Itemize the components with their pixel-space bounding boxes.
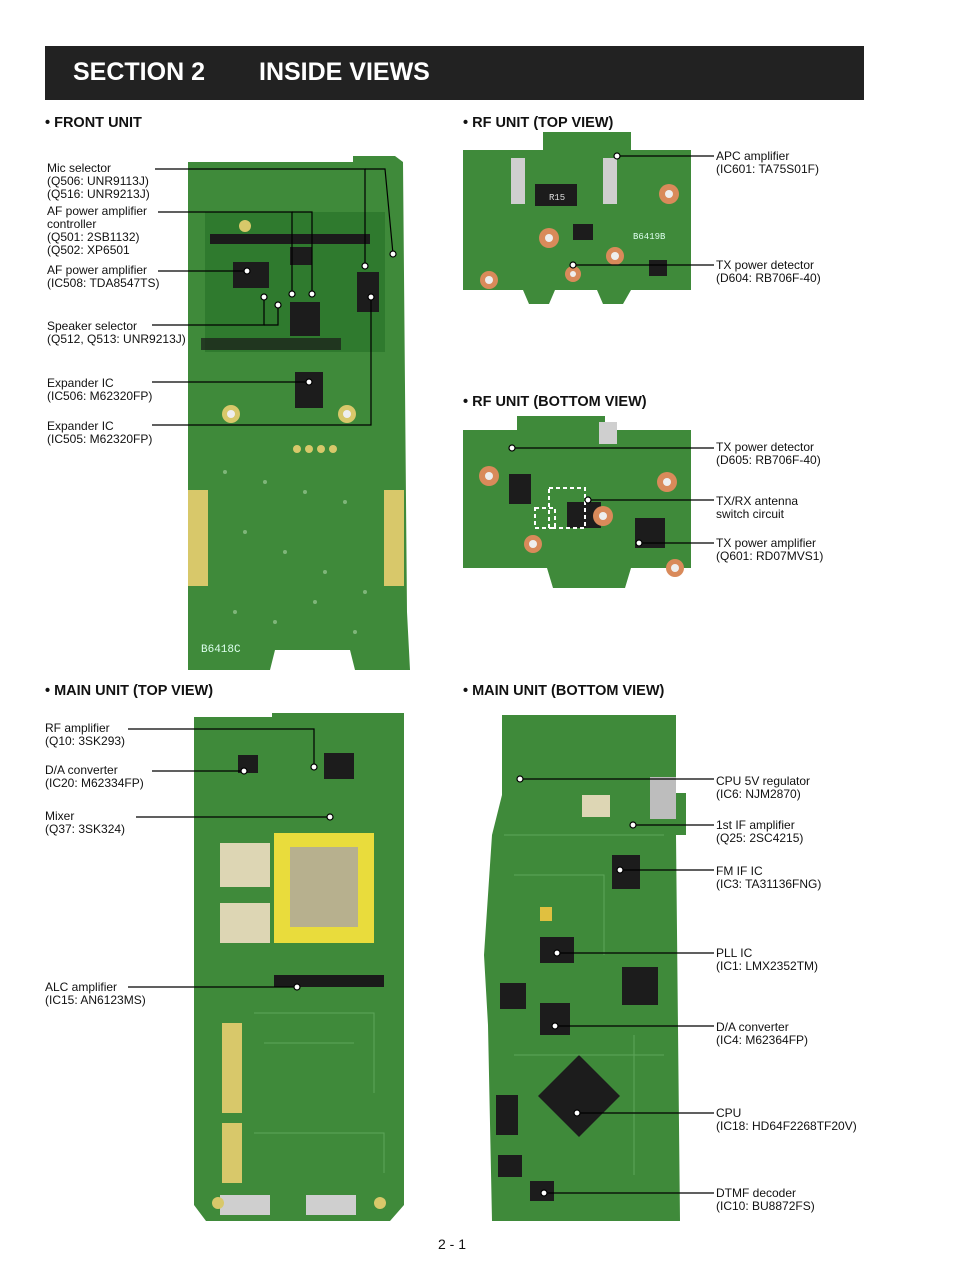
heading-rf-unit-bottom: • RF UNIT (BOTTOM VIEW) (463, 394, 647, 410)
callout-mixer: Mixer (Q37: 3SK324) (45, 809, 126, 836)
callout-pll-ic: PLL IC (IC1: LMX2352TM) (716, 946, 819, 973)
callout-af-power-amplifier: AF power amplifier (IC508: TDA8547TS) (47, 263, 160, 290)
callout-da-converter-20: D/A converter (IC20: M62334FP) (45, 763, 144, 790)
section-number: SECTION 2 (73, 58, 205, 86)
callout-cpu-5v-regulator: CPU 5V regulator (IC6: NJM2870) (716, 774, 811, 801)
callout-alc-amplifier: ALC amplifier (IC15: AN6123MS) (45, 980, 146, 1007)
svg-text:R15: R15 (549, 193, 565, 203)
rf-unit-top-photo: R15 B6419B (463, 132, 691, 304)
callout-apc-amplifier: APC amplifier (IC601: TA75S01F) (716, 149, 819, 176)
heading-front-unit: • FRONT UNIT (45, 115, 142, 131)
section-header: SECTION 2 INSIDE VIEWS (45, 46, 864, 100)
callout-tx-rx-antenna-switch: TX/RX antenna switch circuit (716, 494, 799, 521)
heading-main-unit-top: • MAIN UNIT (TOP VIEW) (45, 683, 214, 699)
callout-tx-power-detector-604: TX power detector (D604: RB706F-40) (716, 258, 821, 285)
heading-rf-unit-top: • RF UNIT (TOP VIEW) (463, 115, 614, 131)
callout-dtmf-decoder: DTMF decoder (IC10: BU8872FS) (716, 1186, 815, 1213)
main-unit-bottom-photo (484, 715, 686, 1221)
front-board-marking: B6418C (201, 644, 241, 656)
heading-main-unit-bottom: • MAIN UNIT (BOTTOM VIEW) (463, 683, 665, 699)
callout-speaker-selector: Speaker selector (Q512, Q513: UNR9213J) (47, 319, 186, 346)
callout-tx-power-detector-605: TX power detector (D605: RB706F-40) (716, 440, 821, 467)
rf-top-board-marking: B6419B (633, 232, 666, 242)
callout-tx-power-amplifier: TX power amplifier (Q601: RD07MVS1) (716, 536, 824, 563)
page-number: 2 - 1 (438, 1236, 467, 1252)
front-unit-photo: B6418C (188, 156, 410, 670)
callout-rf-amplifier: RF amplifier (Q10: 3SK293) (45, 721, 126, 748)
callout-1st-if-amplifier: 1st IF amplifier (Q25: 2SC4215) (716, 818, 804, 845)
callout-cpu: CPU (IC18: HD64F2268TF20V) (716, 1106, 857, 1133)
callout-expander-ic-506: Expander IC (IC506: M62320FP) (47, 376, 153, 403)
callout-expander-ic-505: Expander IC (IC505: M62320FP) (47, 419, 153, 446)
callout-af-power-amplifier-controller: AF power amplifier controller (Q501: 2SB… (47, 204, 148, 257)
callout-mic-selector: Mic selector (Q506: UNR9113J) (Q516: UNR… (47, 161, 150, 201)
callout-da-converter-4: D/A converter (IC4: M62364FP) (716, 1020, 809, 1047)
section-title: INSIDE VIEWS (259, 58, 430, 86)
callout-fm-if-ic: FM IF IC (IC3: TA31136FNG) (716, 864, 822, 891)
rf-unit-bottom-photo (463, 416, 691, 588)
